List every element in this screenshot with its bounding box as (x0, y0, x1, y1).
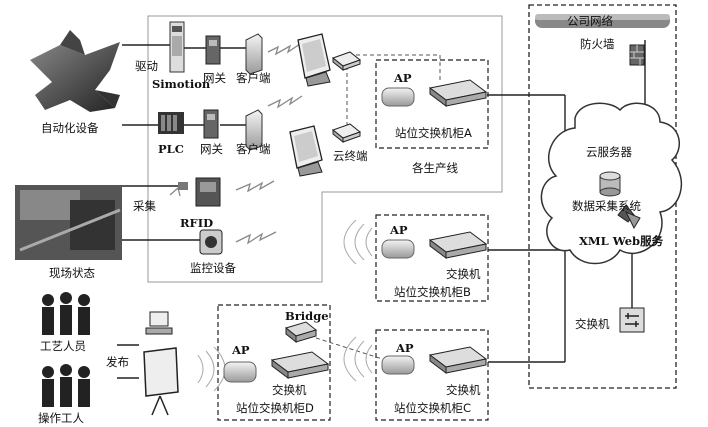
ap-a-device (381, 87, 415, 107)
label-client-2: 客户端 (236, 142, 271, 156)
ap-d-device (223, 361, 257, 383)
database-icon (599, 171, 621, 197)
label-simotion: Simotion (152, 77, 211, 91)
ap-c-device (381, 355, 415, 375)
label-production-lines: 各生产线 (412, 161, 458, 175)
cabinet-b-box (375, 214, 489, 302)
switch-b-device (428, 231, 488, 259)
cloud-terminal-monitor (289, 125, 323, 177)
automation-equipment-image (30, 30, 120, 112)
client-1-device (245, 33, 263, 75)
operators-icon (42, 364, 90, 407)
cabinet-c-box (375, 329, 489, 421)
label-operators: 操作工人 (38, 411, 84, 425)
label-publish: 发布 (106, 355, 129, 369)
label-switch-c: 交换机 (446, 383, 481, 397)
label-switch-d: 交换机 (272, 383, 307, 397)
bridge-device (284, 321, 318, 344)
process-staff-icon (42, 292, 90, 335)
label-main-switch: 交换机 (575, 317, 610, 331)
label-ap-c: AP (395, 341, 414, 355)
cabinet-d-box (217, 304, 331, 421)
gateway-1-device (205, 35, 221, 65)
label-ap-d: AP (231, 343, 250, 357)
switch-c-device (428, 346, 488, 374)
company-network-banner (535, 14, 670, 28)
label-gateway-2: 网关 (200, 142, 223, 156)
xml-service-icon (617, 204, 641, 230)
label-collect: 采集 (133, 199, 156, 213)
dashed-links (315, 54, 441, 363)
label-cloud-terminal: 云终端 (333, 149, 368, 163)
label-gateway-1: 网关 (203, 71, 226, 85)
firewall-icon (629, 44, 645, 66)
label-company-network: 公司网络 (567, 14, 613, 28)
label-client-1: 客户端 (236, 71, 271, 85)
label-ap-a: AP (393, 71, 412, 85)
gateway-2-device (203, 109, 219, 139)
ap-b-device (381, 239, 415, 259)
label-cabinet-c: 站位交换机柜C (394, 401, 471, 415)
production-area-outline (147, 15, 503, 283)
cloud-terminal-box (331, 123, 362, 144)
field-status-image (15, 185, 122, 260)
monitor-top (297, 33, 331, 87)
label-data-system: 数据采集系统 (572, 199, 641, 213)
client-2-device (245, 109, 263, 151)
projection-screen-icon (143, 347, 179, 416)
label-field-status: 现场状态 (49, 266, 95, 280)
label-automation: 自动化设备 (41, 121, 99, 135)
publish-computer-icon (145, 311, 173, 335)
label-rfid: RFID (180, 216, 213, 230)
label-cabinet-a: 站位交换机柜A (395, 126, 472, 140)
plc-device (158, 112, 184, 134)
switch-a-device (428, 79, 488, 107)
terminal-box-top (331, 51, 362, 72)
label-xml-service: XML Web服务 (579, 234, 664, 248)
label-ap-b: AP (389, 223, 408, 237)
rfid-device (178, 177, 221, 207)
label-monitor: 监控设备 (190, 261, 236, 275)
simotion-device (169, 21, 185, 73)
label-drive: 驱动 (135, 59, 158, 73)
cabinet-a-box (375, 59, 489, 149)
label-process-staff: 工艺人员 (40, 339, 86, 353)
switch-d-device (270, 351, 330, 379)
label-cabinet-d: 站位交换机柜D (236, 401, 314, 415)
main-switch-icon (619, 307, 645, 333)
label-cloud-server: 云服务器 (586, 145, 632, 159)
label-switch-b: 交换机 (446, 267, 481, 281)
label-plc: PLC (158, 142, 184, 156)
label-firewall: 防火墙 (580, 37, 615, 51)
label-bridge: Bridge (285, 309, 329, 323)
monitoring-camera (199, 229, 223, 255)
label-cabinet-b: 站位交换机柜B (394, 285, 471, 299)
